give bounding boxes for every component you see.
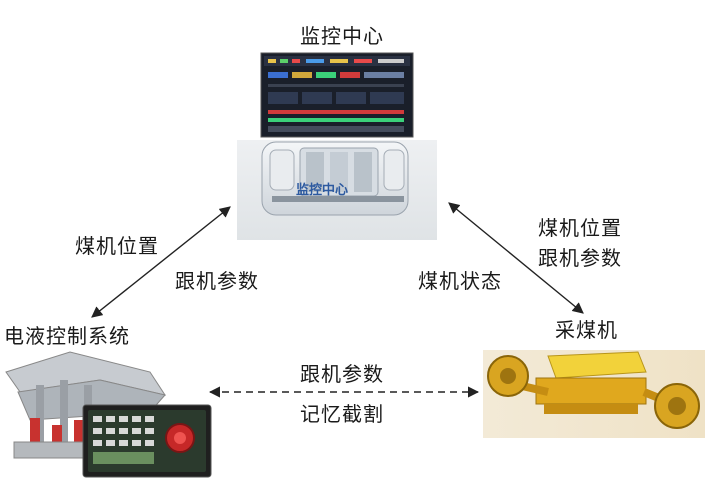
shearer-title: 采煤机 <box>555 318 618 342</box>
edge-label-follow-params-left: 跟机参数 <box>175 269 259 293</box>
arrow-monitor-hydraulic <box>91 206 231 318</box>
monitor-center-title: 监控中心 <box>300 24 384 48</box>
edge-label-follow-params-right: 跟机参数 <box>538 246 622 270</box>
monitor-screen <box>260 52 414 138</box>
shearer-image <box>483 350 705 438</box>
booth-sign-text: 监控中心 <box>296 183 349 198</box>
edge-label-memory-cutting: 记忆截割 <box>300 402 384 426</box>
monitor-center-image <box>237 52 437 240</box>
hydraulic-control-image <box>5 351 212 478</box>
arrow-monitor-shearer <box>448 202 584 314</box>
edge-label-follow-params-bottom: 跟机参数 <box>300 362 384 386</box>
edge-label-shearer-position-left: 煤机位置 <box>75 234 159 258</box>
edge-label-shearer-status: 煤机状态 <box>418 269 502 293</box>
hydraulic-control-title: 电液控制系统 <box>4 324 130 348</box>
monitor-booth <box>261 141 409 216</box>
edge-label-shearer-position-right: 煤机位置 <box>538 216 622 240</box>
